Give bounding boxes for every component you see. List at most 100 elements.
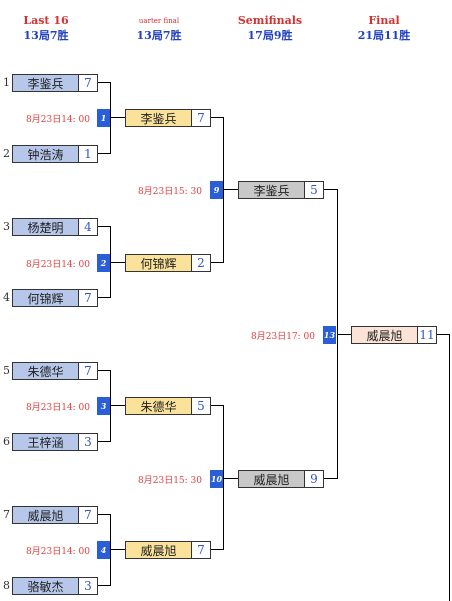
r2-entry: 朱德华 5 [125, 397, 211, 415]
player-name: 威晨旭 [352, 327, 418, 343]
connector-line [211, 405, 223, 406]
match-time: 8月23日15: 30 [138, 187, 202, 197]
r1-entry: 何锦辉 7 [12, 289, 98, 307]
header-title: Final [368, 14, 400, 27]
connector-line [98, 297, 110, 298]
connector-line [98, 514, 110, 515]
connector-line [223, 189, 238, 190]
match-time: 8月23日17: 00 [251, 332, 315, 342]
player-name: 威晨旭 [126, 542, 192, 558]
connector-line [110, 370, 111, 442]
match-number-badge: 3 [97, 397, 110, 415]
connector-line [110, 117, 125, 118]
seed-number: 7 [3, 508, 10, 521]
connector-line [324, 478, 337, 479]
connector-line [98, 370, 110, 371]
match-number-badge: 9 [210, 181, 223, 199]
r2-entry: 李鉴兵 7 [125, 109, 211, 127]
player-name: 李鉴兵 [126, 110, 192, 126]
header-title: Semifinals [237, 14, 303, 27]
player-name: 骆敏杰 [13, 578, 79, 594]
r3-entry: 威晨旭 9 [238, 470, 324, 488]
player-score: 7 [79, 363, 97, 379]
connector-line [110, 514, 111, 586]
match-number-badge: 10 [210, 470, 223, 488]
match-time: 8月23日14: 00 [26, 260, 90, 270]
r2-entry: 威晨旭 7 [125, 541, 211, 559]
connector-line [98, 441, 110, 442]
player-score: 3 [79, 434, 97, 450]
r1-entry: 杨楚明 4 [12, 218, 98, 236]
player-score: 7 [79, 290, 97, 306]
connector-line [110, 82, 111, 154]
player-name: 杨楚明 [13, 219, 79, 235]
seed-number: 3 [3, 220, 10, 233]
connector-line [211, 262, 223, 263]
player-name: 朱德华 [13, 363, 79, 379]
player-score: 7 [192, 542, 210, 558]
match-time: 8月23日15: 30 [138, 476, 202, 486]
header-sub: 17局9胜 [247, 29, 293, 42]
seed-number: 2 [3, 147, 10, 160]
seed-number: 5 [3, 364, 10, 377]
header-final: Final 21局11胜 [343, 15, 425, 42]
connector-line [223, 478, 238, 479]
header-last16: Last 16 13局7胜 [5, 15, 87, 42]
connector-line [223, 117, 224, 263]
player-score: 4 [79, 219, 97, 235]
header-title: uarter final [138, 17, 180, 25]
header-sub: 21局11胜 [357, 29, 411, 42]
r1-entry: 王梓涵 3 [12, 433, 98, 451]
connector-line [211, 117, 223, 118]
match-time: 8月23日14: 00 [26, 115, 90, 125]
header-title: Last 16 [23, 14, 69, 27]
seed-number: 4 [3, 291, 10, 304]
player-name: 威晨旭 [13, 507, 79, 523]
connector-line [98, 585, 110, 586]
connector-line [211, 549, 223, 550]
player-name: 何锦辉 [126, 255, 192, 271]
player-score: 7 [79, 507, 97, 523]
r1-entry: 威晨旭 7 [12, 506, 98, 524]
connector-line [437, 334, 450, 335]
connector-line [110, 405, 125, 406]
connector-line [449, 334, 450, 601]
connector-line [110, 262, 125, 263]
seed-number: 1 [3, 76, 10, 89]
match-number-badge: 13 [323, 326, 336, 344]
r1-entry: 朱德华 7 [12, 362, 98, 380]
header-sub: 13局7胜 [23, 29, 69, 42]
connector-line [98, 226, 110, 227]
r3-entry: 李鉴兵 5 [238, 181, 324, 199]
r1-entry: 李鉴兵 7 [12, 74, 98, 92]
match-time: 8月23日14: 00 [26, 547, 90, 557]
player-score: 7 [79, 75, 97, 91]
player-score: 5 [305, 182, 323, 198]
player-name: 朱德华 [126, 398, 192, 414]
header-semifinals: Semifinals 17局9胜 [229, 15, 311, 42]
seed-number: 8 [3, 579, 10, 592]
connector-line [337, 334, 351, 335]
player-name: 李鉴兵 [13, 75, 79, 91]
player-name: 钟浩涛 [13, 146, 79, 162]
player-name: 李鉴兵 [239, 182, 305, 198]
match-number-badge: 2 [97, 254, 110, 272]
connector-line [98, 153, 110, 154]
player-score: 3 [79, 578, 97, 594]
player-score: 5 [192, 398, 210, 414]
header-sub: 13局7胜 [136, 29, 182, 42]
player-score: 2 [192, 255, 210, 271]
connector-line [324, 189, 337, 190]
connector-line [223, 405, 224, 550]
player-score: 1 [79, 146, 97, 162]
final-winner-entry: 威晨旭 11 [351, 326, 437, 344]
seed-number: 6 [3, 435, 10, 448]
connector-line [98, 82, 110, 83]
player-score: 9 [305, 471, 323, 487]
player-score: 11 [418, 327, 436, 343]
match-number-badge: 4 [97, 541, 110, 559]
match-time: 8月23日14: 00 [26, 403, 90, 413]
match-number-badge: 1 [97, 109, 110, 127]
player-name: 威晨旭 [239, 471, 305, 487]
player-name: 何锦辉 [13, 290, 79, 306]
